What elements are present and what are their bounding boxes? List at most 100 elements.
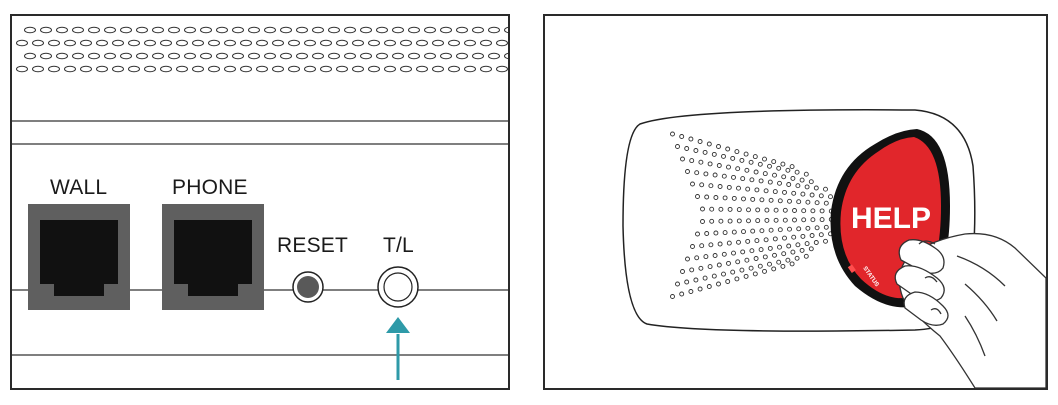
vent-hole [488, 26, 500, 34]
speaker-hole [721, 251, 727, 257]
speaker-hole [689, 267, 695, 273]
speaker-hole [758, 178, 764, 184]
speaker-hole [752, 271, 758, 277]
vent-hole [40, 52, 52, 60]
speaker-hole [750, 196, 756, 202]
speaker-hole [709, 218, 715, 224]
vent-hole [288, 65, 300, 73]
speaker-hole [699, 243, 705, 249]
speaker-hole [707, 264, 713, 270]
vent-hole [336, 65, 348, 73]
vent-hole [408, 26, 420, 34]
speaker-hole [804, 241, 810, 247]
vent-hole [136, 52, 148, 60]
speaker-hole [768, 227, 774, 233]
speaker-hole [792, 208, 797, 213]
vent-hole [112, 65, 124, 73]
vent-hole [48, 65, 60, 73]
speaker-hole [695, 194, 700, 199]
speaker-hole [786, 243, 792, 249]
speaker-hole [734, 149, 740, 155]
speaker-hole [803, 253, 809, 259]
speaker-hole [680, 269, 685, 274]
vent-hole [272, 65, 284, 73]
vent-hole [168, 52, 180, 60]
speaker-hole [767, 245, 773, 251]
vent-hole [480, 39, 492, 47]
speaker-hole [754, 238, 760, 244]
speaker-hole [709, 206, 715, 212]
vent-hole [416, 65, 428, 73]
vent-hole [480, 65, 492, 73]
speaker-hole [768, 197, 774, 203]
speaker-hole [718, 218, 724, 224]
speaker-hole [746, 207, 751, 213]
speaker-hole [814, 225, 820, 231]
vent-hole [200, 26, 212, 34]
tl-button-label: T/L [383, 234, 414, 257]
vent-hole [96, 39, 108, 47]
vent-hole [448, 65, 460, 73]
speaker-hole [716, 262, 722, 268]
speaker-hole [762, 171, 768, 177]
speaker-hole [767, 261, 772, 267]
speaker-hole [763, 237, 769, 243]
speaker-hole [702, 149, 708, 155]
vent-hole [312, 26, 324, 34]
speaker-hole [694, 255, 700, 261]
vent-hole [192, 39, 204, 47]
vent-hole [208, 65, 220, 73]
speaker-hole [758, 247, 764, 253]
speaker-hole [794, 169, 800, 175]
vent-hole [368, 65, 380, 73]
vent-hole [384, 65, 396, 73]
speaker-hole [725, 279, 731, 284]
speaker-hole [789, 164, 795, 170]
speaker-hole [767, 163, 772, 169]
speaker-hole [711, 273, 717, 279]
vent-hole [328, 52, 340, 60]
vent-hole [272, 39, 284, 47]
vent-hole [400, 65, 412, 73]
vent-hole [280, 52, 292, 60]
speaker-hole [810, 208, 816, 214]
speaker-hole [772, 252, 777, 258]
speaker-hole [736, 239, 741, 245]
speaker-hole [795, 242, 801, 248]
speaker-hole [764, 207, 770, 213]
vent-hole [192, 65, 204, 73]
speaker-hole [685, 256, 690, 262]
vent-hole [424, 52, 436, 60]
speaker-hole [722, 230, 728, 236]
vent-hole [264, 52, 276, 60]
vent-hole [56, 52, 68, 60]
speaker-hole [759, 228, 765, 234]
speaker-hole [743, 273, 749, 279]
speaker-hole [782, 207, 788, 213]
speaker-hole [808, 246, 814, 252]
speaker-hole [753, 256, 759, 261]
speaker-hole [790, 175, 796, 181]
vent-hole [448, 39, 460, 47]
wall-jack-icon [28, 204, 130, 310]
speaker-hole [731, 229, 737, 235]
vent-hole [64, 39, 76, 47]
speaker-hole [777, 180, 782, 186]
vent-hole [120, 26, 132, 34]
vent-hole [64, 65, 76, 73]
speaker-hole [786, 182, 792, 187]
speaker-hole [744, 257, 750, 263]
vent-hole [384, 39, 396, 47]
speaker-hole [745, 238, 751, 244]
speaker-hole [796, 199, 802, 205]
vent-hole [472, 52, 484, 60]
speaker-hole [801, 208, 807, 214]
vent-hole [144, 65, 156, 73]
vent-hole [504, 52, 508, 60]
vent-hole [32, 39, 44, 47]
speaker-hole [708, 242, 714, 248]
speaker-hole [818, 193, 824, 199]
vent-hole [360, 52, 372, 60]
vent-hole [464, 65, 476, 73]
speaker-hole [759, 197, 765, 203]
